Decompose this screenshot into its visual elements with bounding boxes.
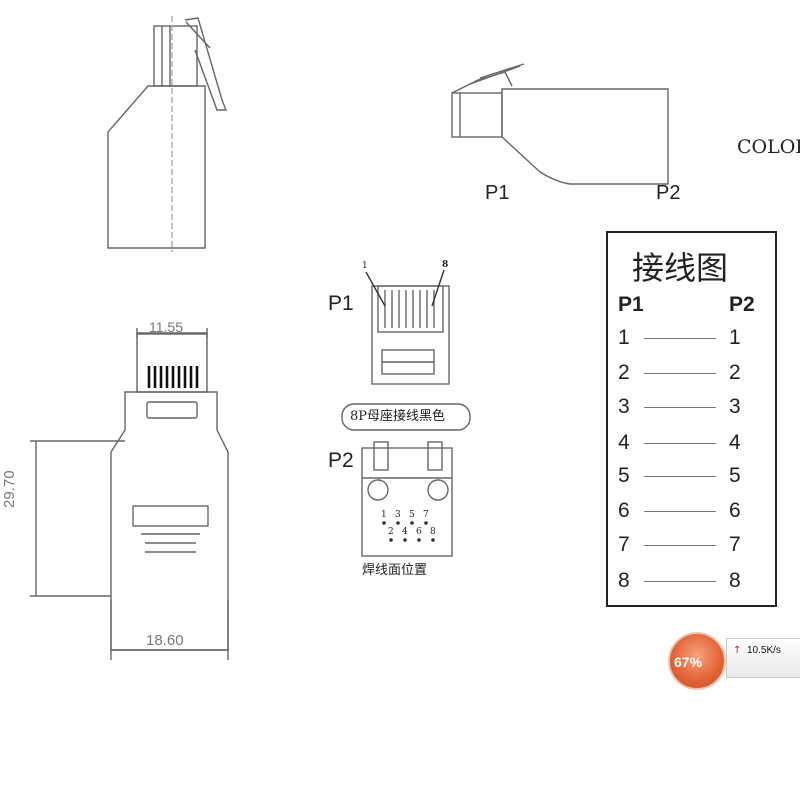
top-middle-side-view (451, 63, 669, 185)
speed-panel: ↑ 10.5K/s (726, 638, 800, 678)
wiring-row: 8 8 (608, 569, 775, 595)
color-label: COLOR (737, 136, 800, 158)
bottom-left-front-view (30, 328, 229, 660)
wiring-row: 6 6 (608, 499, 775, 525)
p1-caption-frame (341, 403, 471, 431)
wiring-line (644, 443, 716, 444)
dimension-height: 29.70 (1, 470, 18, 508)
wiring-pin-right: 1 (729, 326, 741, 349)
wiring-diagram: 接线图 P1 P2 1 1 2 2 3 3 4 4 5 5 6 6 7 7 8 … (606, 231, 777, 607)
p2-pin-label: 5 (409, 510, 415, 520)
p2-pin-label: 3 (395, 510, 401, 520)
upload-rate: 10.5K/s (747, 645, 781, 656)
speed-percent: 67% (674, 654, 703, 670)
p2-pin-label: 8 (430, 527, 436, 537)
side-view-port2-label: P2 (656, 182, 681, 204)
side-view-port1-label: P1 (485, 182, 510, 204)
wiring-row: 2 2 (608, 361, 775, 387)
wiring-pin-left: 1 (618, 326, 630, 349)
wiring-pin-right: 2 (729, 361, 741, 384)
wiring-row: 1 1 (608, 326, 775, 352)
p2-caption: 焊线面位置 (362, 563, 428, 578)
wiring-pin-left: 8 (618, 569, 630, 592)
wiring-pin-left: 5 (618, 464, 630, 487)
p2-solder-pins (382, 521, 435, 542)
wiring-pin-left: 6 (618, 499, 630, 522)
wiring-pin-left: 7 (618, 533, 630, 556)
p1-jack-label: P1 (328, 292, 354, 315)
wiring-row: 7 7 (608, 533, 775, 559)
wiring-pin-right: 5 (729, 464, 741, 487)
dimension-width-bottom: 18.60 (146, 632, 184, 649)
wiring-line (644, 407, 716, 408)
wiring-right-header: P2 (729, 293, 755, 316)
wiring-line (644, 373, 716, 374)
wiring-pin-right: 8 (729, 569, 741, 592)
p2-pin-label: 1 (381, 510, 387, 520)
front-view-contacts (147, 366, 199, 388)
network-speed-widget[interactable]: 67% ↑ 10.5K/s (668, 632, 800, 690)
wiring-pin-left: 4 (618, 431, 630, 454)
wiring-line (644, 476, 716, 477)
wiring-pin-left: 2 (618, 361, 630, 384)
wiring-left-header: P1 (618, 293, 644, 316)
wiring-pin-right: 4 (729, 431, 741, 454)
wiring-line (644, 545, 716, 546)
p2-pin-label: 7 (423, 510, 429, 520)
p1-pin-first-label: 1 (362, 261, 368, 271)
wiring-row: 4 4 (608, 431, 775, 457)
p1-jack-face (365, 269, 450, 385)
wiring-pin-right: 6 (729, 499, 741, 522)
wiring-line (644, 338, 716, 339)
p2-pin-label: 2 (388, 527, 394, 537)
p2-pin-label: 4 (402, 527, 408, 537)
upload-arrow-icon: ↑ (733, 645, 742, 656)
wiring-line (644, 511, 716, 512)
wiring-row: 5 5 (608, 464, 775, 490)
p2-solder-label: P2 (328, 449, 354, 472)
top-left-side-view (107, 16, 228, 252)
speed-ring-icon[interactable] (668, 632, 726, 690)
wiring-line (644, 581, 716, 582)
wiring-row: 3 3 (608, 395, 775, 421)
wiring-pin-left: 3 (618, 395, 630, 418)
wiring-pin-right: 7 (729, 533, 741, 556)
p1-caption: 8P母座接线黑色 (350, 409, 446, 424)
dimension-width-top: 11.55 (149, 319, 183, 335)
p1-pin-last-label: 8 (442, 260, 449, 270)
p2-solder-side (361, 441, 453, 557)
wiring-pin-right: 3 (729, 395, 741, 418)
p2-pin-label: 6 (416, 527, 422, 537)
wiring-title: 接线图 (632, 249, 729, 287)
